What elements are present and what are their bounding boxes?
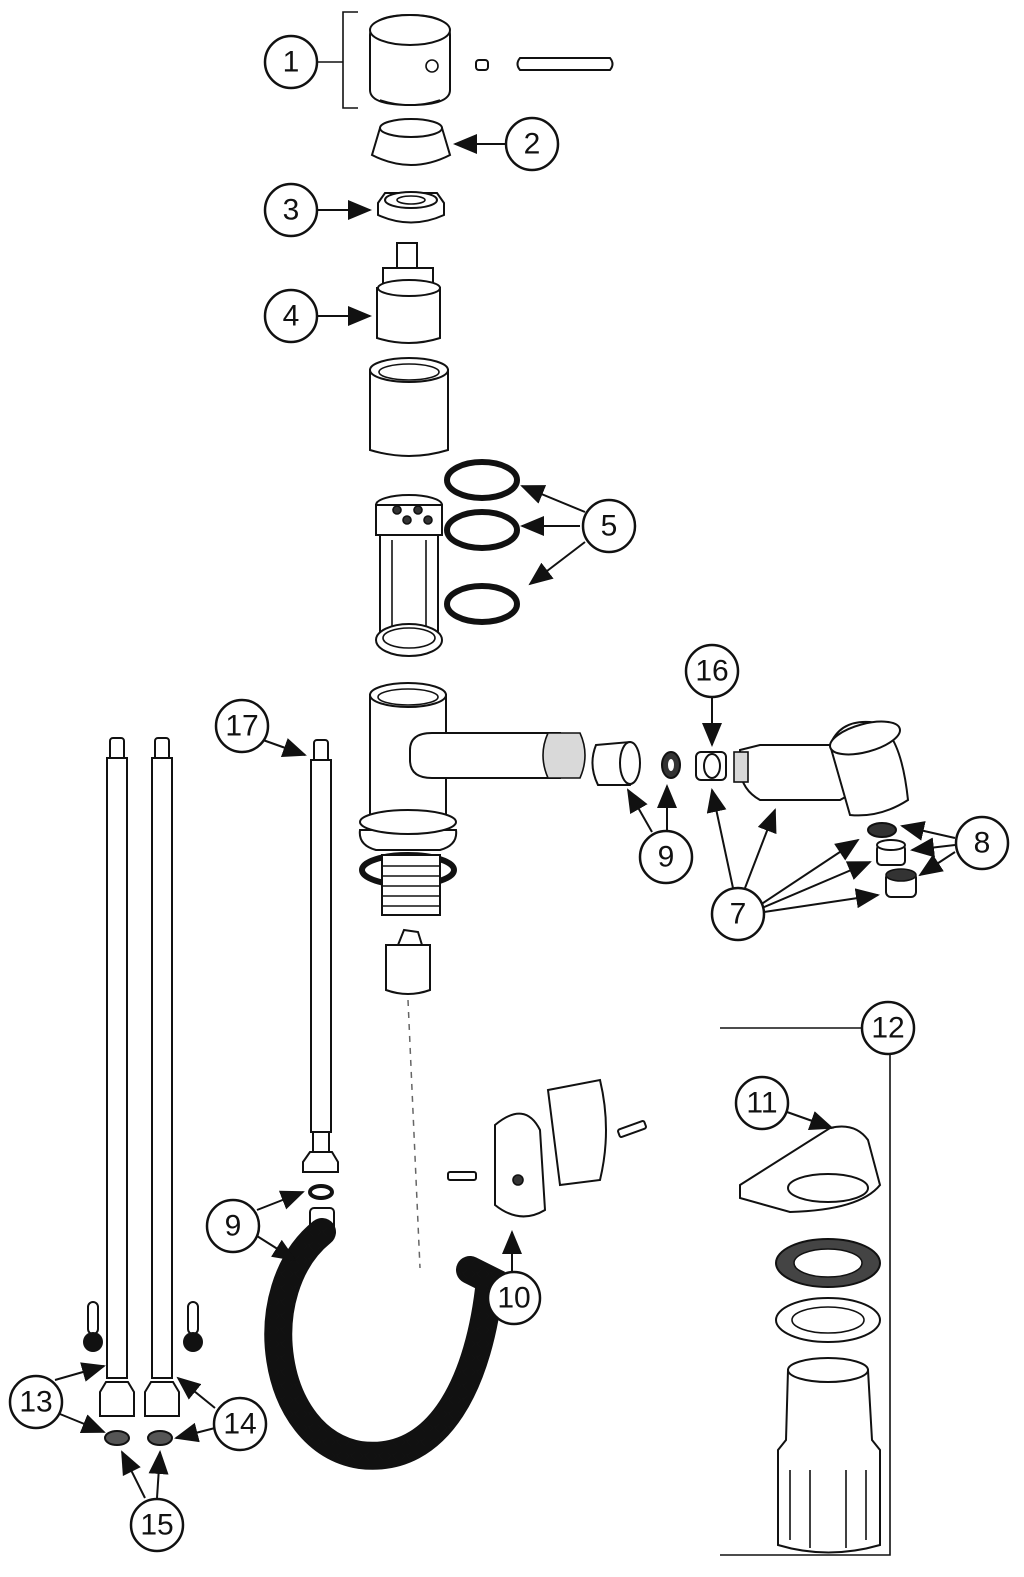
set-screw (475, 59, 489, 71)
o-rings (444, 459, 520, 625)
handle-pin (516, 57, 614, 71)
callout-5: 5 (581, 498, 637, 554)
cartridge-sleeve (369, 357, 449, 457)
svg-text:7: 7 (730, 898, 747, 931)
callout-1: 1 (263, 34, 319, 90)
diverter-body (375, 494, 443, 657)
callout-8: 8 (954, 815, 1010, 871)
callout-13: 13 (8, 1374, 64, 1430)
check-valve (695, 751, 727, 781)
svg-text:12: 12 (871, 1012, 904, 1045)
supply-hose-right (144, 737, 180, 1446)
bonnet-nut (377, 191, 445, 224)
mounting-kit (720, 1027, 891, 1556)
callout-14: 14 (212, 1396, 268, 1452)
svg-text:11: 11 (746, 1087, 777, 1120)
svg-text:13: 13 (19, 1386, 52, 1419)
aerator-parts (867, 822, 917, 898)
callout-2: 2 (504, 116, 560, 172)
svg-text:17: 17 (225, 710, 258, 743)
svg-text:3: 3 (283, 194, 300, 227)
hose-guide (385, 928, 431, 1269)
svg-text:10: 10 (497, 1282, 530, 1315)
callout-9-spout: 9 (638, 829, 694, 885)
callout-9-hose: 9 (205, 1198, 261, 1254)
svg-text:8: 8 (974, 827, 991, 860)
cap-ring (370, 118, 452, 166)
spray-head (733, 720, 910, 817)
callout-10: 10 (486, 1270, 542, 1326)
svg-text:4: 4 (283, 300, 300, 333)
callout-4: 4 (263, 288, 319, 344)
cartridge (376, 242, 441, 344)
thermometer-hot-icon (83, 1301, 103, 1352)
leader-arrows (54, 61, 956, 1499)
handle-assembly (342, 11, 614, 109)
svg-text:9: 9 (658, 841, 675, 874)
callout-15: 15 (129, 1497, 185, 1553)
callout-11: 11 (734, 1075, 790, 1131)
callout-17: 17 (214, 698, 270, 754)
hose-weight (447, 1078, 647, 1218)
pullout-hose (264, 1218, 505, 1470)
callout-3: 3 (263, 182, 319, 238)
svg-text:9: 9 (225, 1210, 242, 1243)
svg-text:1: 1 (283, 46, 300, 79)
thermometer-cold-icon (183, 1301, 203, 1352)
svg-text:16: 16 (695, 655, 728, 688)
svg-text:5: 5 (601, 510, 618, 543)
svg-text:14: 14 (223, 1408, 256, 1441)
spray-connector (591, 740, 681, 786)
svg-text:2: 2 (524, 128, 541, 161)
spray-supply-hose (302, 739, 339, 1233)
svg-text:15: 15 (140, 1509, 173, 1542)
callout-16: 16 (684, 643, 740, 699)
callout-7: 7 (710, 886, 766, 942)
faucet-body (358, 682, 586, 916)
callout-12: 12 (860, 1000, 916, 1056)
supply-hose-left (99, 737, 135, 1446)
